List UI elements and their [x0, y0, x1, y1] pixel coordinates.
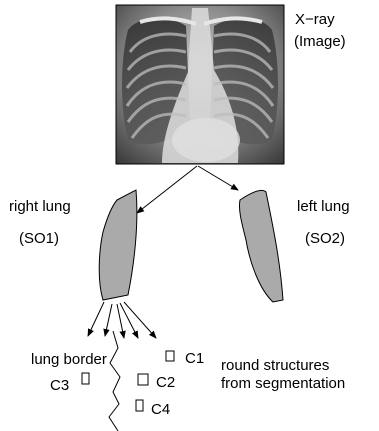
- left-lung-shape: [239, 190, 283, 302]
- round-structures-label-line1: round structures: [221, 357, 329, 374]
- candidate-c1-label: C1: [185, 350, 204, 367]
- xray-label-line2: (Image): [294, 33, 346, 50]
- arrow-image-to-left-lung: [198, 166, 238, 190]
- right-lung-label: right lung: [9, 198, 71, 215]
- left-lung-label: left lung: [297, 198, 350, 215]
- lung-border-line: [109, 331, 120, 431]
- xray-label-line1: X−ray: [295, 11, 335, 28]
- candidate-c3-box: [82, 373, 89, 384]
- candidate-c4-label: C4: [151, 401, 170, 418]
- candidate-c3-label: C3: [50, 377, 69, 394]
- round-structures-label-line2: from segmentation: [221, 375, 345, 392]
- left-lung-id: (SO2): [305, 230, 345, 247]
- candidate-c2-label: C2: [156, 374, 175, 391]
- arrow-to-lung-border: [88, 302, 104, 336]
- xray-image: [116, 5, 284, 164]
- arrow-to-c3: [105, 304, 112, 336]
- right-lung-id: (SO1): [19, 230, 59, 247]
- candidate-c1-box: [166, 351, 174, 361]
- candidate-c2-box: [138, 374, 148, 385]
- arrow-image-to-right-lung: [137, 166, 197, 213]
- candidate-c4-box: [136, 400, 143, 411]
- lung-border-label: lung border: [31, 351, 107, 368]
- right-lung-shape: [99, 190, 137, 300]
